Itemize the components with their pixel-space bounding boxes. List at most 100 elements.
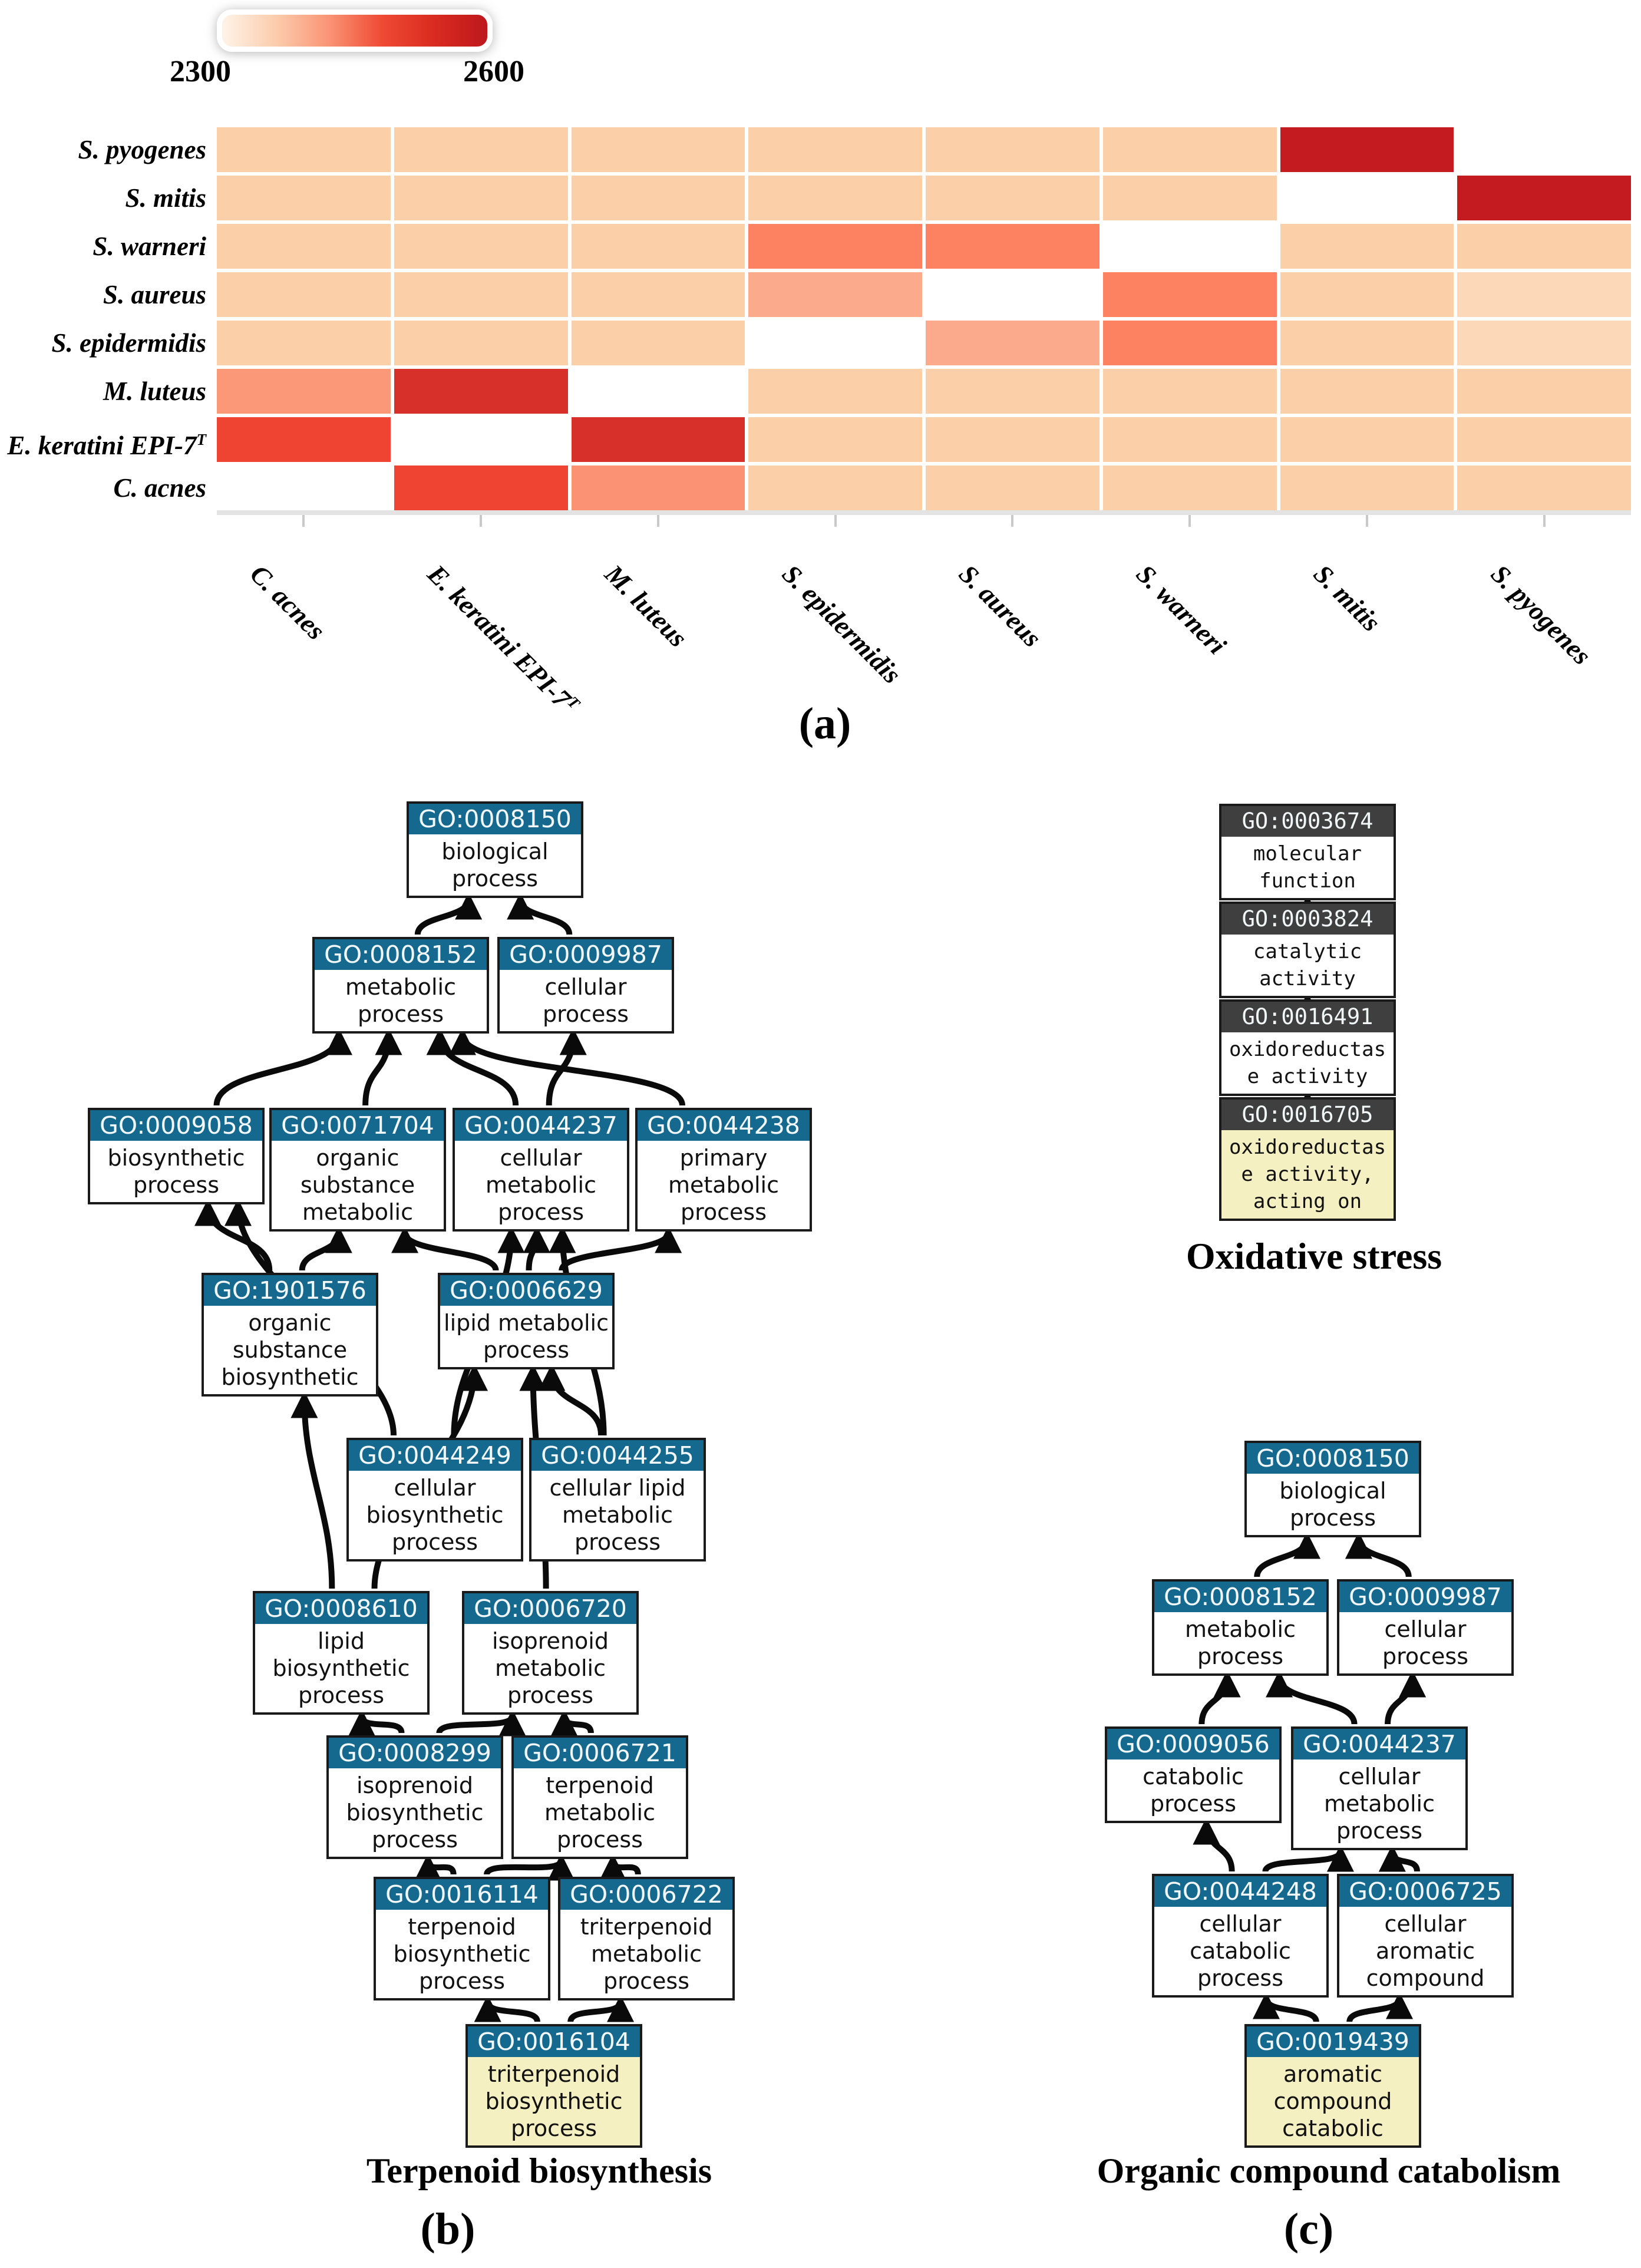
heatmap-cell [748,321,922,365]
heatmap-cell [217,224,391,269]
go-node-label: catalytic activity [1253,940,1362,991]
go-node-label: terpenoid biosynthetic process [393,1914,531,1994]
go-node-id: GO:0044237 [455,1110,627,1141]
go-edge [414,1853,457,1881]
go-edge [484,1853,575,1881]
heatmap-cell [1102,176,1277,220]
heatmap-cell [1102,321,1277,365]
go-node-label: cellular metabolic process [486,1145,596,1225]
heatmap-cell [1280,369,1454,414]
heatmap-cell [394,417,568,462]
go-node-id: GO:0008150 [1247,1443,1419,1474]
go-edge [1378,1844,1420,1872]
go-edge [599,1853,641,1881]
heatmap-row-label: S. aureus [103,280,206,309]
go-node-id: GO:0009058 [90,1110,262,1141]
go-edge [449,1028,685,1107]
heatmap-cell [1457,369,1631,414]
go-edge [538,1364,605,1436]
heatmap-cell [394,369,568,414]
heatmap-cell [1102,224,1277,269]
go-edge [507,892,573,935]
go-edge [1198,1670,1241,1725]
catabolism-caption: Organic compound catabolism [1097,2151,1561,2190]
go-edge [567,1995,634,2023]
go-node-id: GO:0044249 [349,1440,521,1471]
heatmap-cell [1280,224,1454,269]
go-edge [1266,1670,1358,1725]
heatmap-cell [217,127,391,172]
heatmap-cell [926,127,1099,172]
go-edge [1345,1531,1412,1577]
go-node-id: GO:0019439 [1247,2026,1419,2057]
go-node-id: GO:0008299 [329,1738,501,1768]
colorbar-max-label: 2600 [463,55,524,88]
go-edge [474,1995,540,2023]
heatmap-cell [1457,417,1631,462]
go-node-label: terpenoid metabolic process [544,1772,655,1853]
go-node-id: GO:0044255 [531,1440,704,1471]
heatmap-cell [748,176,922,220]
heatmap-row-label: E. keratini EPI-7T [7,431,206,460]
go-node-id: GO:0008152 [1154,1582,1326,1612]
heatmap-axis-line [217,510,1631,515]
go-node-id: GO:0009987 [1339,1582,1511,1612]
go-edge [436,1709,526,1737]
go-edge [1262,1844,1354,1873]
heatmap-cell [217,466,391,510]
go-node-label: oxidoreductas e activity, acting on [1221,1130,1394,1219]
heatmap-cell [1457,224,1631,269]
go-node-id: GO:0006722 [560,1879,732,1910]
go-node-label: molecular function [1253,842,1362,893]
go-edge [290,1391,335,1589]
heatmap-cell [748,466,922,510]
go-node-label: isoprenoid metabolic process [492,1628,609,1708]
heatmap-cell [394,466,568,510]
go-node-id: GO:0016114 [376,1879,548,1910]
go-node-id: GO:0044248 [1154,1876,1326,1907]
heatmap-cell [1102,272,1277,317]
go-node-label: cellular lipid metabolic process [549,1475,686,1555]
go-node-id: GO:0016491 [1221,1002,1394,1032]
go-edge [1385,1670,1427,1725]
heatmap-cell [217,272,391,317]
go-node-label: oxidoreductas e activity [1229,1038,1386,1088]
go-node-id: GO:0006720 [464,1593,636,1624]
go-node-label: lipid metabolic process [444,1310,609,1363]
go-node-label: cellular aromatic compound [1366,1911,1485,1991]
go-node-id: GO:0016104 [468,2026,640,2057]
heatmap-cell [571,417,745,462]
go-edge [299,1226,352,1271]
go-edge [1254,1531,1320,1577]
heatmap-row-label: S. pyogenes [78,135,207,164]
heatmap-tick [480,515,483,527]
heatmap-cell [394,272,568,317]
heatmap-cell [1280,127,1454,172]
go-node-label: cellular process [542,974,629,1027]
heatmap-cell [571,127,745,172]
heatmap-cell [394,127,568,172]
heatmap-tick [834,515,837,527]
go-node-label: metabolic process [345,974,456,1027]
go-node-id: GO:0008150 [409,804,581,834]
heatmap-cell [748,127,922,172]
oxidative-stress-caption: Oxidative stress [1186,1235,1442,1277]
heatmap-row-label: S. mitis [125,183,206,213]
heatmap-cell [1102,127,1277,172]
heatmap-cell [571,272,745,317]
go-node-label: cellular metabolic process [1324,1764,1435,1844]
